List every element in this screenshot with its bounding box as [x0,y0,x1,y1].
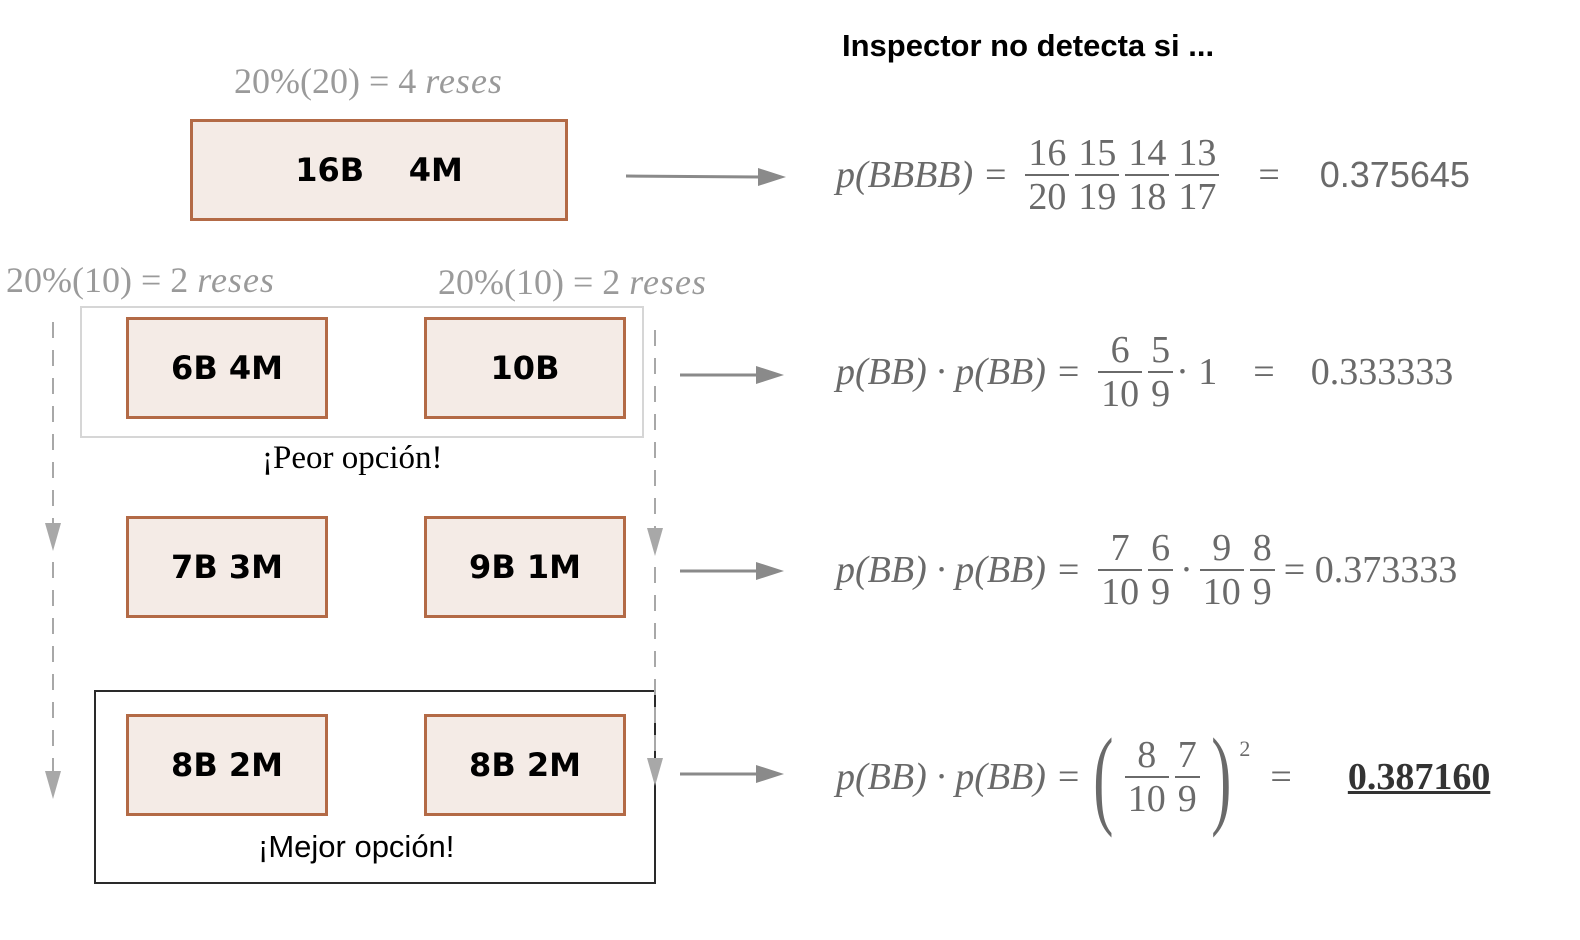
arrow-row-1 [625,168,786,186]
note-left-unit: reses [197,260,275,300]
note-right: 20%(10) = 2 reses [438,261,707,303]
left-paren: ( [1093,716,1114,838]
pen-box-6b-4m: 6B 4M [126,317,328,419]
numerator: 8 [1137,734,1157,776]
note-right-text: 20%(10) = 2 [438,262,630,302]
equation-1-lhs: p(BBBB) = [836,154,1009,196]
pen-box-7b-3m: 7B 3M [126,516,328,618]
note-right-unit: reses [629,262,707,302]
numerator: 5 [1151,329,1171,371]
note-left: 20%(10) = 2 reses [6,259,275,301]
equation-2-lhs: p(BB) · p(BB) = [836,351,1082,393]
numerator: 15 [1078,132,1117,174]
note-top: 20%(20) = 4 reses [234,60,503,102]
numerator: 8 [1252,527,1272,569]
diagram-title: Inspector no detecta si ... [842,28,1215,63]
denominator: 9 [1148,569,1174,611]
worst-option-frame [80,306,644,438]
denominator: 10 [1124,776,1169,818]
equation-2-factor: · 1 [1176,351,1218,393]
dashed-arrow-left [45,322,61,799]
equation-2-result: 0.333333 [1310,351,1454,393]
best-option-caption: ¡Mejor opción! [258,829,455,864]
equation-4-result: 0.387160 [1347,756,1491,798]
note-left-text: 20%(10) = 2 [6,260,198,300]
pen-box-16b-4m: 16B 4M [190,119,568,221]
denominator: 20 [1025,174,1070,216]
multiply-dot: · [1180,549,1193,591]
equation-3-lhs: p(BB) · p(BB) = [836,549,1082,591]
denominator: 19 [1075,174,1120,216]
denominator: 10 [1199,569,1244,611]
denominator: 9 [1148,371,1174,413]
equals-sign: = [1258,154,1280,196]
denominator: 10 [1098,569,1143,611]
equals-sign: = [1270,756,1292,798]
denominator: 9 [1249,569,1275,611]
dashed-arrow-right [647,330,663,786]
equation-1-result: 0.375645 [1319,154,1470,195]
note-top-unit: reses [425,61,503,101]
numerator: 9 [1212,527,1232,569]
numerator: 13 [1178,132,1217,174]
numerator: 14 [1128,132,1167,174]
note-top-text: 20%(20) = 4 [234,61,426,101]
denominator: 9 [1174,776,1200,818]
pen-box-9b-1m: 9B 1M [424,516,626,618]
worst-option-caption: ¡Peor opción! [262,440,443,476]
equals-sign: = [1253,351,1275,393]
exponent: 2 [1239,736,1251,761]
numerator: 7 [1110,527,1130,569]
numerator: 16 [1028,132,1067,174]
arrow-row-4 [680,765,784,783]
arrow-row-2 [680,366,784,384]
right-paren: ) [1210,716,1232,838]
pen-box-8b-2m-left: 8B 2M [126,714,328,816]
pen-box-10b: 10B [424,317,626,419]
equation-4-lhs: p(BB) · p(BB) = [836,756,1082,798]
best-option-frame [94,690,656,884]
numerator: 7 [1177,734,1197,776]
pen-box-8b-2m-right: 8B 2M [424,714,626,816]
denominator: 18 [1125,174,1170,216]
denominator: 10 [1098,371,1143,413]
denominator: 17 [1175,174,1220,216]
arrow-row-3 [680,562,784,580]
numerator: 6 [1151,527,1171,569]
numerator: 6 [1110,329,1130,371]
equation-3-result: = 0.373333 [1283,549,1458,591]
